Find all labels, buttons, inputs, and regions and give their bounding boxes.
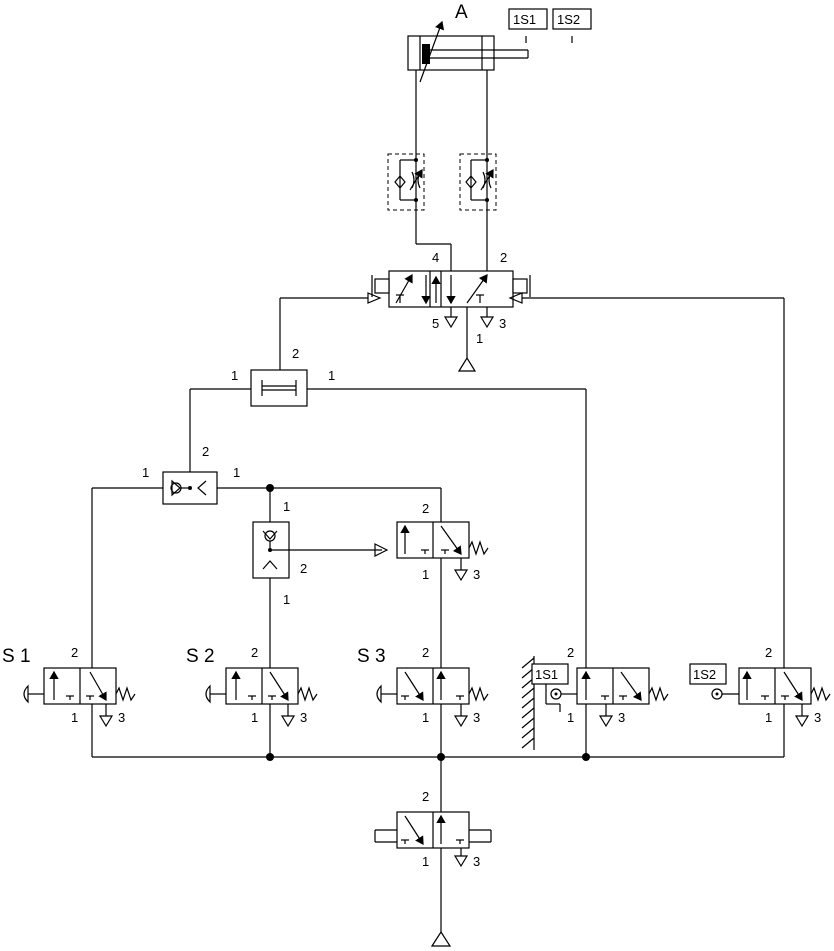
or-valve-in-left: 1	[142, 465, 149, 480]
switch-s2-port-3: 3	[300, 710, 307, 725]
flow-control-left	[387, 153, 425, 211]
switch-s3-port-3: 3	[473, 710, 480, 725]
shuttle-valve-vertical: 1 1 2	[252, 488, 382, 668]
pilot-valve-port-1: 1	[422, 567, 429, 582]
sensor-tags-top: 1S1 1S2	[508, 8, 592, 43]
limit-switch-1s2-port-3: 3	[814, 710, 821, 725]
limit-switch-1s1-port-2: 2	[567, 645, 574, 660]
limit-switch-1s1[interactable]: 1S1 2 1 3	[521, 645, 669, 757]
switch-s2-port-1: 1	[251, 710, 258, 725]
switch-s2[interactable]: S 2 2 1 3	[186, 645, 318, 757]
main-valve-5-2: 4 2 5 3 1	[367, 250, 531, 372]
switch-s1-port-3: 3	[118, 710, 125, 725]
and-valve-in-right: 1	[328, 368, 335, 383]
or-valve-in-right: 1	[233, 465, 240, 480]
pilot-valve-port-3: 3	[473, 567, 480, 582]
limit-switch-1s1-port-3: 3	[618, 710, 625, 725]
switch-s1-label: S 1	[2, 646, 31, 667]
and-valve: 1 1 2	[231, 346, 335, 407]
switch-s3[interactable]: S 3 2 1 3	[357, 645, 489, 757]
limit-switch-1s2-label: 1S2	[693, 667, 716, 682]
switch-s3-port-2: 2	[422, 645, 429, 660]
main-valve-port-3: 3	[499, 316, 506, 331]
supply-valve-port-2: 2	[422, 789, 429, 804]
supply-valve[interactable]: 2 1 3	[374, 789, 492, 947]
pilot-valve-3-2: 2 1 3	[374, 501, 489, 668]
shuttle-out: 2	[300, 561, 307, 576]
limit-switch-1s2-port-2: 2	[765, 645, 772, 660]
switch-s1-port-1: 1	[71, 710, 78, 725]
and-valve-in-left: 1	[231, 368, 238, 383]
sensor-tag-1s1: 1S1	[513, 12, 536, 27]
cylinder-label: A	[455, 2, 468, 23]
supply-valve-port-3: 3	[473, 854, 480, 869]
switch-s1-port-2: 2	[71, 645, 78, 660]
switch-s1[interactable]: S 1 2 1 3	[2, 645, 136, 757]
shuttle-in-bottom: 1	[283, 592, 290, 607]
limit-switch-1s2[interactable]: 1S2 2 1 3	[689, 645, 831, 757]
limit-switch-1s2-port-1: 1	[765, 710, 772, 725]
flow-control-right	[459, 153, 497, 211]
limit-switch-1s1-port-1: 1	[567, 710, 574, 725]
switch-s3-port-1: 1	[422, 710, 429, 725]
or-valve: 1 1 2	[142, 444, 240, 505]
main-valve-port-1: 1	[476, 331, 483, 346]
and-valve-out: 2	[292, 346, 299, 361]
main-valve-port-2: 2	[500, 250, 507, 265]
sensor-tag-1s2: 1S2	[557, 12, 580, 27]
main-valve-port-5: 5	[432, 316, 439, 331]
shuttle-in-top: 1	[283, 499, 290, 514]
limit-switch-1s1-label: 1S1	[535, 667, 558, 682]
or-valve-out: 2	[202, 444, 209, 459]
pilot-valve-port-2: 2	[422, 501, 429, 516]
main-valve-port-4: 4	[432, 250, 439, 265]
switch-s3-label: S 3	[357, 646, 386, 667]
cylinder-a: A	[407, 2, 529, 160]
switch-s2-label: S 2	[186, 646, 215, 667]
supply-valve-port-1: 1	[422, 854, 429, 869]
switch-s2-port-2: 2	[251, 645, 258, 660]
